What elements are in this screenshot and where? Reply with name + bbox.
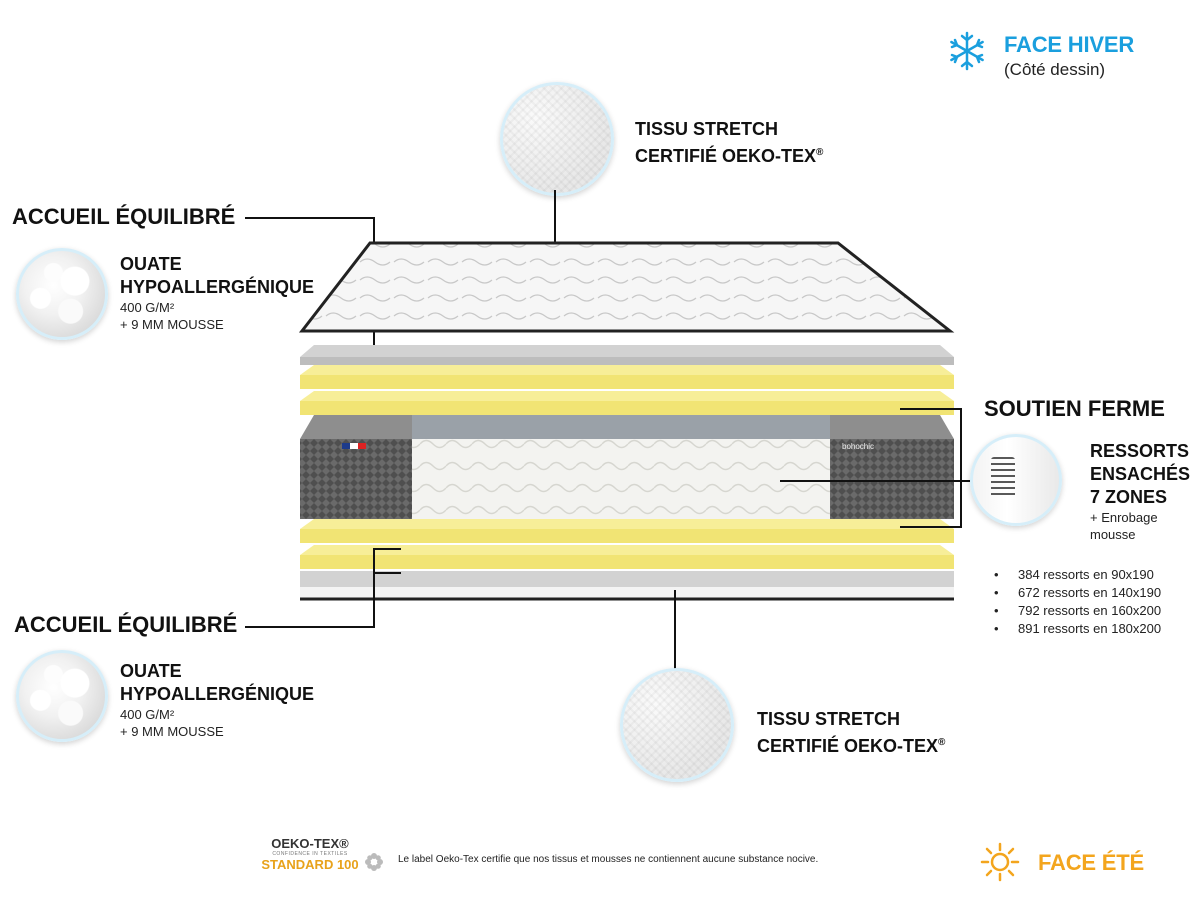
oeko-tex-note: Le label Oeko-Tex certifie que nos tissu…: [398, 854, 819, 865]
connector-bottom-fabric: [674, 590, 676, 670]
winter-face-title: FACE HIVER: [1004, 32, 1135, 57]
top-fabric-line1: TISSU STRETCH: [635, 119, 779, 139]
connector-comfort-top-h: [245, 217, 375, 219]
connector-support-h-bottom: [900, 526, 962, 528]
top-fabric-label: TISSU STRETCH CERTIFIÉ OEKO-TEX®: [635, 118, 823, 168]
grey-layer-top: [300, 345, 954, 357]
list-item: 672 ressorts en 140x190: [994, 584, 1161, 602]
comfort-bottom-swatch: [16, 650, 108, 742]
support-title: SOUTIEN FERME: [984, 396, 1165, 421]
flower-icon: [365, 853, 383, 871]
yellow-foam-2: [300, 391, 954, 401]
support-line3: 7 ZONES: [1090, 487, 1168, 507]
support-details: RESSORTS ENSACHÉS 7 ZONES + Enrobage mou…: [1090, 440, 1190, 543]
comfort-bottom-detail1: 400 G/M²: [120, 707, 175, 722]
mattress-illustration: [298, 241, 955, 601]
brand-tag: bohochic: [842, 442, 875, 451]
support-detail1: + Enrobage: [1090, 510, 1158, 525]
comfort-top-title: ACCUEIL ÉQUILIBRÉ: [12, 204, 236, 229]
bottom-fabric-swatch: [620, 668, 734, 782]
oeko-tex-standard: STANDARD 100: [261, 857, 359, 872]
bottom-fabric-label: TISSU STRETCH CERTIFIÉ OEKO-TEX®: [757, 708, 945, 758]
comfort-top-swatch: [16, 248, 108, 340]
connector-comfort-bottom-b: [373, 572, 401, 574]
list-item: 792 ressorts en 160x200: [994, 602, 1161, 620]
winter-face-label: FACE HIVER (Côté dessin): [946, 30, 1166, 90]
top-quilted-panel: [298, 241, 955, 333]
connector-support-core: [780, 480, 970, 482]
yellow-foam-3: [300, 529, 954, 543]
top-fabric-line2: CERTIFIÉ OEKO-TEX®: [635, 146, 824, 166]
bottom-fabric-line2: CERTIFIÉ OEKO-TEX®: [757, 736, 946, 756]
connector-comfort-bottom-v: [373, 548, 375, 628]
comfort-top-detail2: + 9 MM MOUSSE: [120, 317, 224, 332]
connector-support-v: [960, 408, 962, 528]
comfort-bottom-details: OUATE HYPOALLERGÉNIQUE 400 G/M² + 9 MM M…: [120, 660, 314, 740]
support-line1: RESSORTS: [1090, 441, 1190, 461]
yellow-foam-4: [300, 555, 954, 569]
summer-face-label: FACE ÉTÉ: [980, 842, 1190, 886]
oeko-tex-logo: OEKO-TEX® CONFIDENCE IN TEXTILES STANDAR…: [260, 836, 390, 886]
sun-icon: [980, 842, 1020, 882]
snowflake-icon: [950, 31, 984, 71]
comfort-bottom-detail2: + 9 MM MOUSSE: [120, 724, 224, 739]
spring-core: [300, 415, 954, 519]
bottom-quilted-panel: [300, 587, 954, 601]
comfort-top-line1: OUATE: [120, 254, 182, 274]
grey-layer-top-front: [300, 357, 954, 365]
bottom-fabric-line1: TISSU STRETCH: [757, 709, 901, 729]
grey-layer-bottom: [300, 571, 954, 587]
connector-comfort-bottom-a: [373, 548, 401, 550]
connector-top-fabric: [554, 190, 556, 270]
comfort-top-detail1: 400 G/M²: [120, 300, 175, 315]
winter-face-subtitle: (Côté dessin): [1004, 60, 1106, 79]
comfort-bottom-title: ACCUEIL ÉQUILIBRÉ: [14, 612, 238, 637]
list-item: 891 ressorts en 180x200: [994, 620, 1161, 638]
top-fabric-swatch: [500, 82, 614, 196]
oeko-tex-tagline: CONFIDENCE IN TEXTILES: [272, 851, 348, 857]
support-line2: ENSACHÉS: [1090, 464, 1191, 484]
spring-count-list: 384 ressorts en 90x190 672 ressorts en 1…: [994, 566, 1161, 638]
connector-support-h-top: [900, 408, 962, 410]
support-swatch: [970, 434, 1062, 526]
comfort-bottom-line1: OUATE: [120, 661, 182, 681]
summer-face-title: FACE ÉTÉ: [1038, 850, 1144, 875]
connector-comfort-bottom-h: [245, 626, 375, 628]
list-item: 384 ressorts en 90x190: [994, 566, 1161, 584]
comfort-top-details: OUATE HYPOALLERGÉNIQUE 400 G/M² + 9 MM M…: [120, 253, 314, 333]
comfort-top-line2: HYPOALLERGÉNIQUE: [120, 277, 315, 297]
yellow-foam-1: [300, 365, 954, 375]
comfort-bottom-line2: HYPOALLERGÉNIQUE: [120, 684, 315, 704]
oeko-tex-name: OEKO-TEX®: [271, 836, 349, 851]
support-detail2: mousse: [1090, 527, 1136, 542]
